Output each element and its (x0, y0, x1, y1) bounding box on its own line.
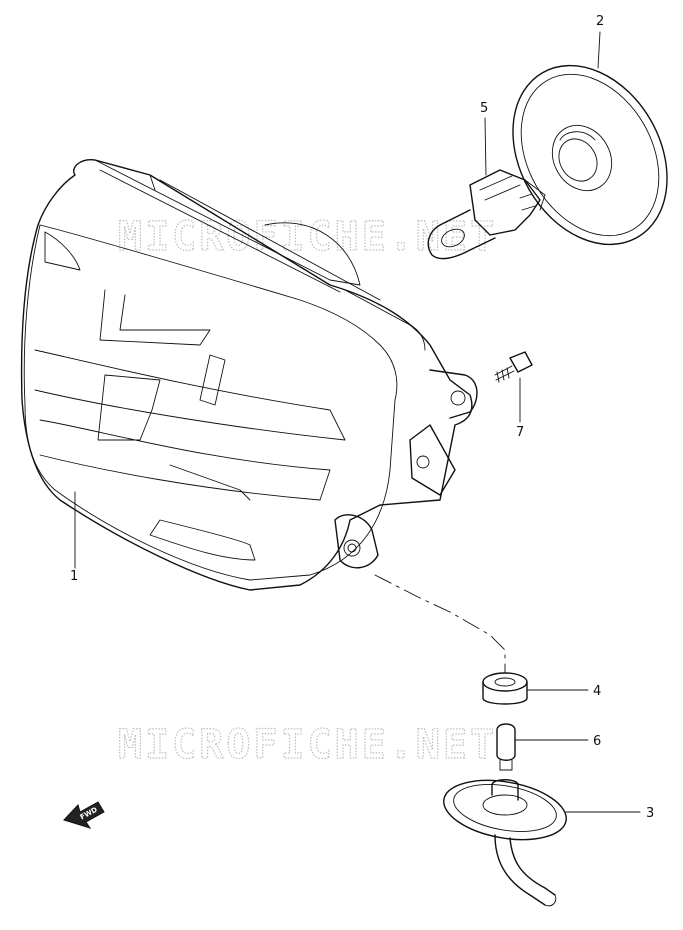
position-lamp-socket-icon[interactable] (439, 772, 571, 907)
callout-1: 1 (70, 569, 78, 584)
headlight-housing-icon[interactable] (20, 159, 478, 591)
position-lamp-bulb-icon[interactable] (496, 723, 516, 771)
callout-2: 2 (596, 14, 604, 29)
headlight-bulb-icon[interactable] (427, 169, 546, 260)
grommet-icon[interactable] (482, 672, 528, 705)
callout-3: 3 (646, 806, 654, 821)
leader-line-5 (484, 117, 487, 176)
watermark-bottom: MICROFICHE.NET (118, 722, 497, 768)
leader-line-2 (597, 31, 601, 69)
screw-icon[interactable] (494, 351, 533, 383)
fwd-arrow-icon: FWD (63, 801, 105, 829)
watermark-top: MICROFICHE.NET (118, 214, 497, 260)
assembly-line (374, 574, 506, 673)
callout-6: 6 (593, 734, 601, 749)
bulb-socket-cover-icon[interactable] (482, 38, 683, 273)
callout-4: 4 (593, 684, 601, 699)
callout-7: 7 (516, 425, 524, 440)
callout-5: 5 (480, 101, 488, 116)
